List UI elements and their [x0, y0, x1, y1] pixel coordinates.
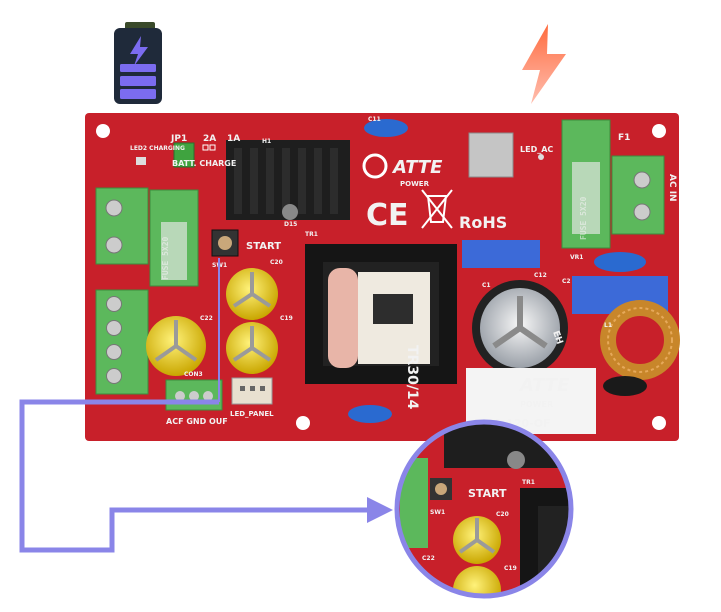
svg-text:CE: CE [366, 198, 409, 233]
film-capacitor-c12 [462, 240, 540, 268]
zoom-label-c20: C20 [496, 511, 509, 518]
label-c1-mark: EH [550, 330, 564, 346]
label-tr1: TR1 [305, 231, 318, 238]
weee-bin-icon [421, 189, 453, 229]
label-c2: C2 [562, 278, 571, 285]
capacitor-c22 [146, 316, 206, 376]
start-switch-sw1 [211, 229, 239, 257]
label-fuse-right: FUSE 5X20 [579, 196, 588, 240]
label-batt-charge: BATT. CHARGE [172, 159, 236, 168]
jumper-jp1 [173, 142, 216, 168]
capacitor-c1 [472, 280, 568, 376]
heatsink-h1 [226, 140, 350, 220]
label-jp1: JP1 [170, 134, 187, 144]
zoom-label-sw1: SW1 [430, 509, 445, 516]
zoom-callout: START SW1 C20 C22 C19 TR1 [394, 419, 574, 599]
label-c19: C19 [280, 315, 293, 322]
qr-code [469, 133, 513, 177]
zoom-label-c22: C22 [422, 555, 435, 562]
label-start: START [246, 241, 281, 252]
label-acf-gnd-ouf: ACF GND OUF [166, 417, 228, 426]
battery-charging-icon [114, 22, 162, 104]
led-ac-indicator [538, 154, 544, 160]
label-h1: H1 [262, 138, 271, 145]
label-c22: C22 [200, 315, 213, 322]
callout-arrow [19, 258, 393, 553]
label-1a: 1A [227, 134, 240, 144]
label-c20: C20 [270, 259, 283, 266]
label-l1: L1 [604, 322, 612, 329]
brand-logo-text: ATTE [391, 157, 443, 178]
label-c12: C12 [534, 272, 547, 279]
y-capacitor-bottom [348, 405, 392, 423]
transformer-tr1 [305, 244, 457, 384]
label-rohs: RoHS [459, 213, 507, 232]
ac-fuse-holder-f1 [561, 119, 611, 249]
label-2a: 2A [203, 134, 216, 144]
pcb-board: CE [85, 113, 680, 441]
ce-mark: CE [366, 198, 409, 233]
label-f1: F1 [618, 133, 630, 143]
con3-terminal [165, 379, 223, 411]
label-led-ac: LED_AC [520, 145, 553, 154]
zoom-capacitor-c19 [453, 566, 501, 596]
capacitor-c19 [226, 322, 278, 374]
battery-terminal-block [95, 187, 149, 265]
label-fuse-left: FUSE 5X20 [161, 236, 170, 280]
qr-frame [468, 132, 514, 178]
battery-fuse-holder [149, 189, 199, 287]
label-c11: C11 [368, 116, 381, 123]
label-c1: C1 [482, 282, 491, 289]
plate-brand-text: ATTE [518, 375, 570, 396]
plate-sub-text: POWER [520, 400, 553, 409]
led-panel-connector [231, 377, 273, 405]
brand-sub-text: POWER [400, 180, 430, 188]
atte-logo [362, 153, 388, 179]
output-terminal-block [95, 289, 149, 395]
label-led-panel: LED_PANEL [230, 410, 274, 418]
toroid-inductor-l1 [600, 300, 680, 380]
zoom-label-c19: C19 [504, 565, 517, 572]
zoom-label-start: START [468, 487, 507, 500]
label-vr1: VR1 [570, 254, 583, 261]
label-led2: LED2 CHARGING [130, 145, 185, 152]
varistor-vr1 [594, 252, 646, 272]
label-ac-in: AC IN [667, 174, 677, 202]
capacitor-c20 [226, 268, 278, 320]
lightning-bolt-icon [522, 24, 566, 104]
label-con3: CON3 [184, 371, 203, 378]
ac-input-terminal [611, 155, 665, 235]
led2 [136, 157, 146, 165]
y-capacitor-c11 [364, 119, 408, 137]
label-d15: D15 [284, 221, 297, 228]
zoom-label-tr1: TR1 [522, 479, 535, 486]
label-transformer: TR30/14 [404, 345, 420, 410]
thermistor [603, 376, 647, 396]
